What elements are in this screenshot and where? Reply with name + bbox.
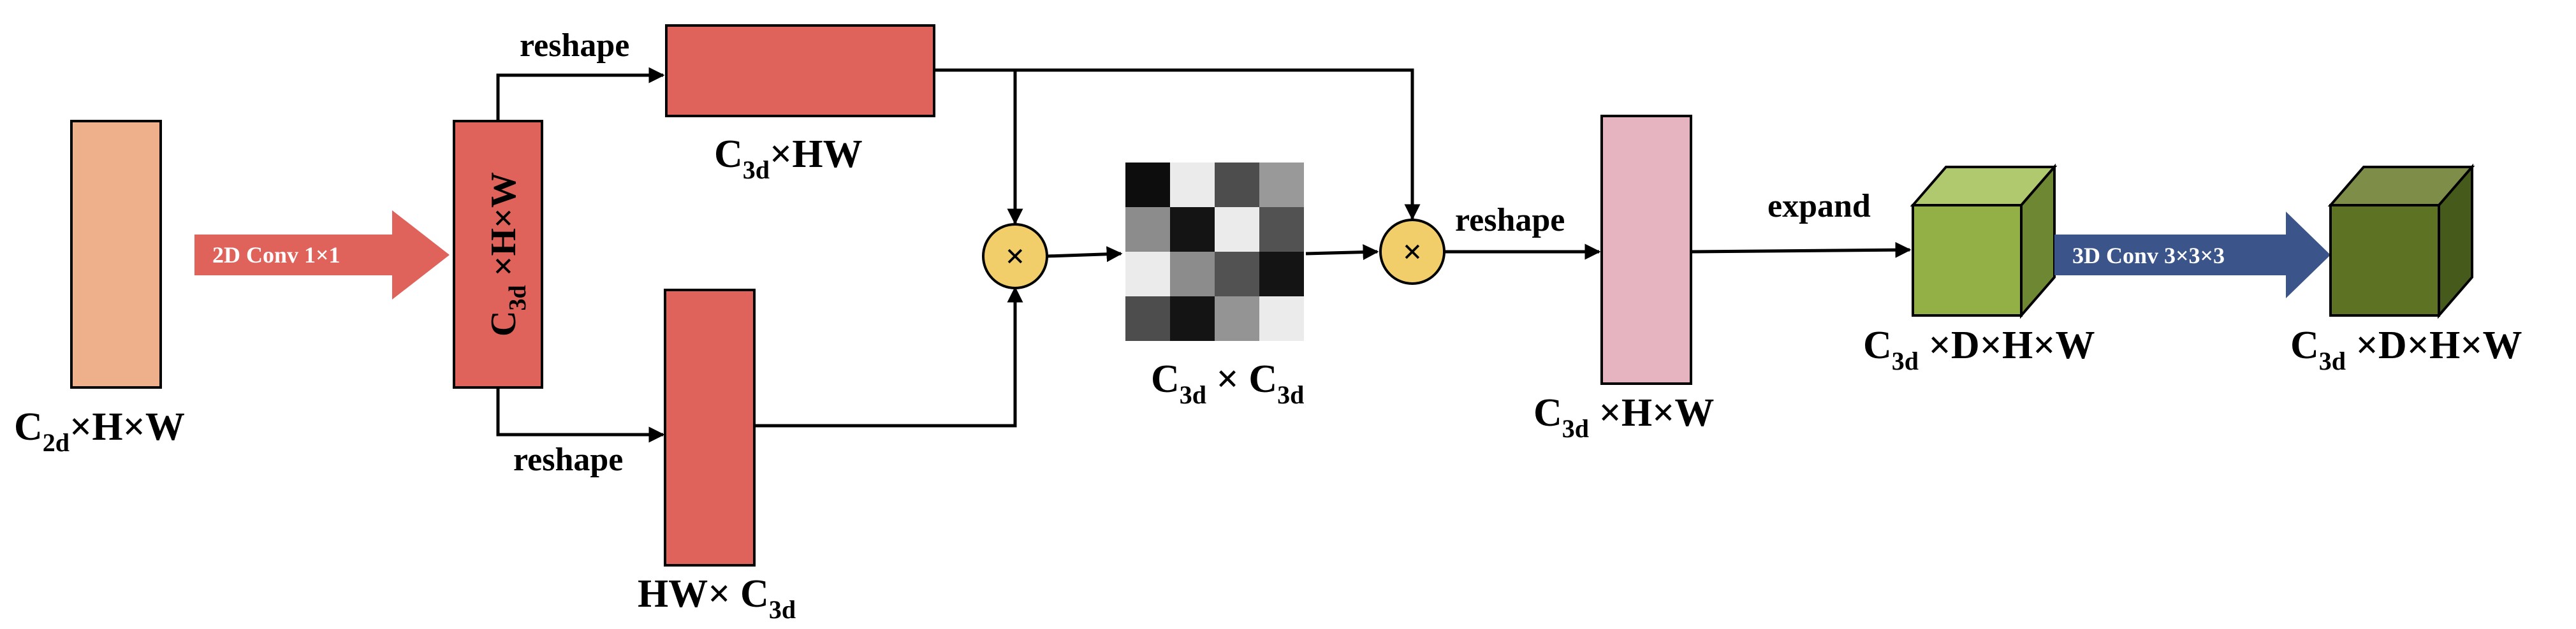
reshape-bottom-label: reshape <box>513 442 623 478</box>
edge-top-to-multiply1 <box>934 68 1023 225</box>
multiply-symbol-2: × <box>1403 233 1423 271</box>
matrix-cell <box>1215 163 1259 207</box>
bottom-feature-block <box>664 289 756 567</box>
edge-reshape-top <box>496 67 665 121</box>
conv2d-arrow <box>194 210 450 300</box>
conv3d-label: 3D Conv 3×3×3 <box>2072 243 2225 268</box>
output-cube-front <box>2329 204 2440 317</box>
conv2d-feature-label: C3d ×H×W <box>484 172 531 336</box>
expanded-cube-front <box>1912 204 2023 317</box>
expand-label: expand <box>1767 188 1871 224</box>
affinity-matrix-label: C3d × C3d <box>1151 358 1304 409</box>
matrix-cell <box>1125 163 1170 207</box>
matrix-cell <box>1215 296 1259 341</box>
matrix-cell <box>1215 252 1259 296</box>
matrix-cell <box>1125 252 1170 296</box>
expanded-label: C3d ×D×H×W <box>1863 324 2095 375</box>
matrix-cell <box>1170 163 1215 207</box>
matrix-cell <box>1170 296 1215 341</box>
top-feature-block <box>665 24 935 117</box>
top-feature-label: C3d×HW <box>714 133 863 184</box>
matrix-cell <box>1259 207 1304 252</box>
matrix-cell <box>1215 207 1259 252</box>
edge-top-to-multiply2 <box>1015 68 1421 221</box>
matrix-cell <box>1259 163 1304 207</box>
reshape-after-label: reshape <box>1455 202 1565 238</box>
matrix-cell <box>1125 207 1170 252</box>
output-label: C3d ×D×H×W <box>2290 324 2522 375</box>
bottom-feature-label: HW× C3d <box>638 572 796 624</box>
matrix-cell <box>1125 296 1170 341</box>
matrix-cell <box>1170 207 1215 252</box>
reshape-top-label: reshape <box>520 27 629 64</box>
output-cube <box>2327 163 2475 319</box>
reshaped-feature-label: C3d ×H×W <box>1533 391 1714 443</box>
input-feature-label: C2d×H×W <box>14 405 185 457</box>
conv3d-arrow <box>2054 212 2331 298</box>
edge-reshape-bottom <box>496 387 665 443</box>
input-feature-block <box>70 120 162 389</box>
edge-matrix-to-multiply2 <box>1305 244 1379 261</box>
edge-expand <box>1690 242 1912 258</box>
edge-bottom-to-multiply1 <box>754 286 1023 428</box>
matrix-cell <box>1170 252 1215 296</box>
edge-multiply1-to-matrix <box>1046 246 1123 263</box>
affinity-matrix <box>1125 163 1304 341</box>
reshaped-feature-block <box>1600 115 1692 385</box>
conv2d-label: 2D Conv 1×1 <box>212 242 340 268</box>
multiply-symbol-1: × <box>1006 237 1025 275</box>
matrix-cell <box>1259 296 1304 341</box>
matrix-cell <box>1259 252 1304 296</box>
expanded-cube <box>1910 163 2058 319</box>
